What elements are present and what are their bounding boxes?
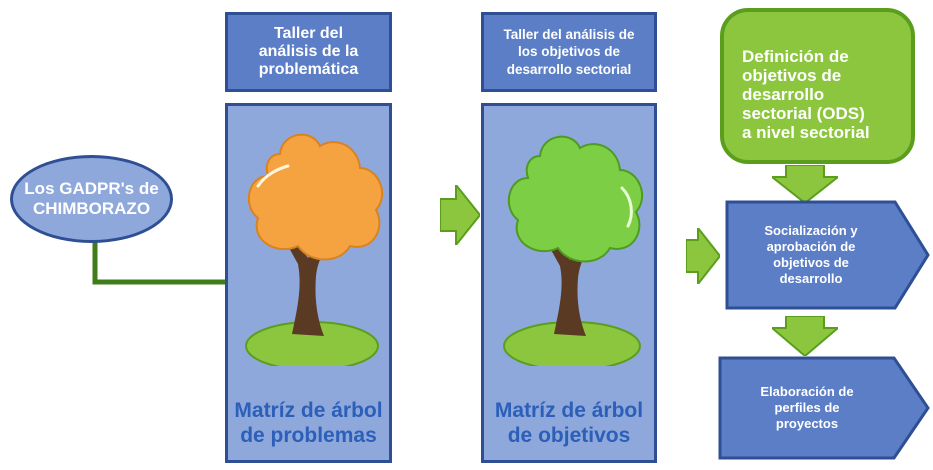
green-tree-icon (503, 135, 644, 366)
stage1-panel: Matríz de árbol de problemas (225, 103, 392, 463)
socialization-box (725, 200, 930, 310)
stage1-header: Taller del análisis de la problemática (225, 12, 392, 92)
arrow-down-icon (772, 165, 838, 203)
stage2-panel-title: Matríz de árbol de objetivos (494, 399, 644, 448)
stage2-header-label: Taller del análisis de los objetivos de … (503, 27, 635, 77)
start-oval: Los GADPR's de CHIMBORAZO (10, 155, 173, 243)
stage1-header-label: Taller del análisis de la problemática (258, 25, 359, 78)
socialization-label: Socialización y aprobación de objetivos … (764, 223, 858, 286)
arrow-right-icon (686, 228, 720, 284)
elaboration-label: Elaboración de perfiles de proyectos (760, 384, 854, 431)
stage2-panel: Matríz de árbol de objetivos (481, 103, 657, 463)
definition-box: Definición de objetivos de desarrollo se… (720, 8, 915, 164)
definition-label: Definición de objetivos de desarrollo se… (742, 47, 870, 143)
orange-tree-icon (245, 133, 384, 366)
arrow-right-icon (440, 185, 480, 245)
start-oval-label: Los GADPR's de CHIMBORAZO (24, 179, 159, 218)
elaboration-box (718, 356, 930, 460)
arrow-down-icon (772, 316, 838, 356)
stage1-panel-title: Matríz de árbol de problemas (234, 399, 383, 448)
stage2-header: Taller del análisis de los objetivos de … (481, 12, 657, 92)
